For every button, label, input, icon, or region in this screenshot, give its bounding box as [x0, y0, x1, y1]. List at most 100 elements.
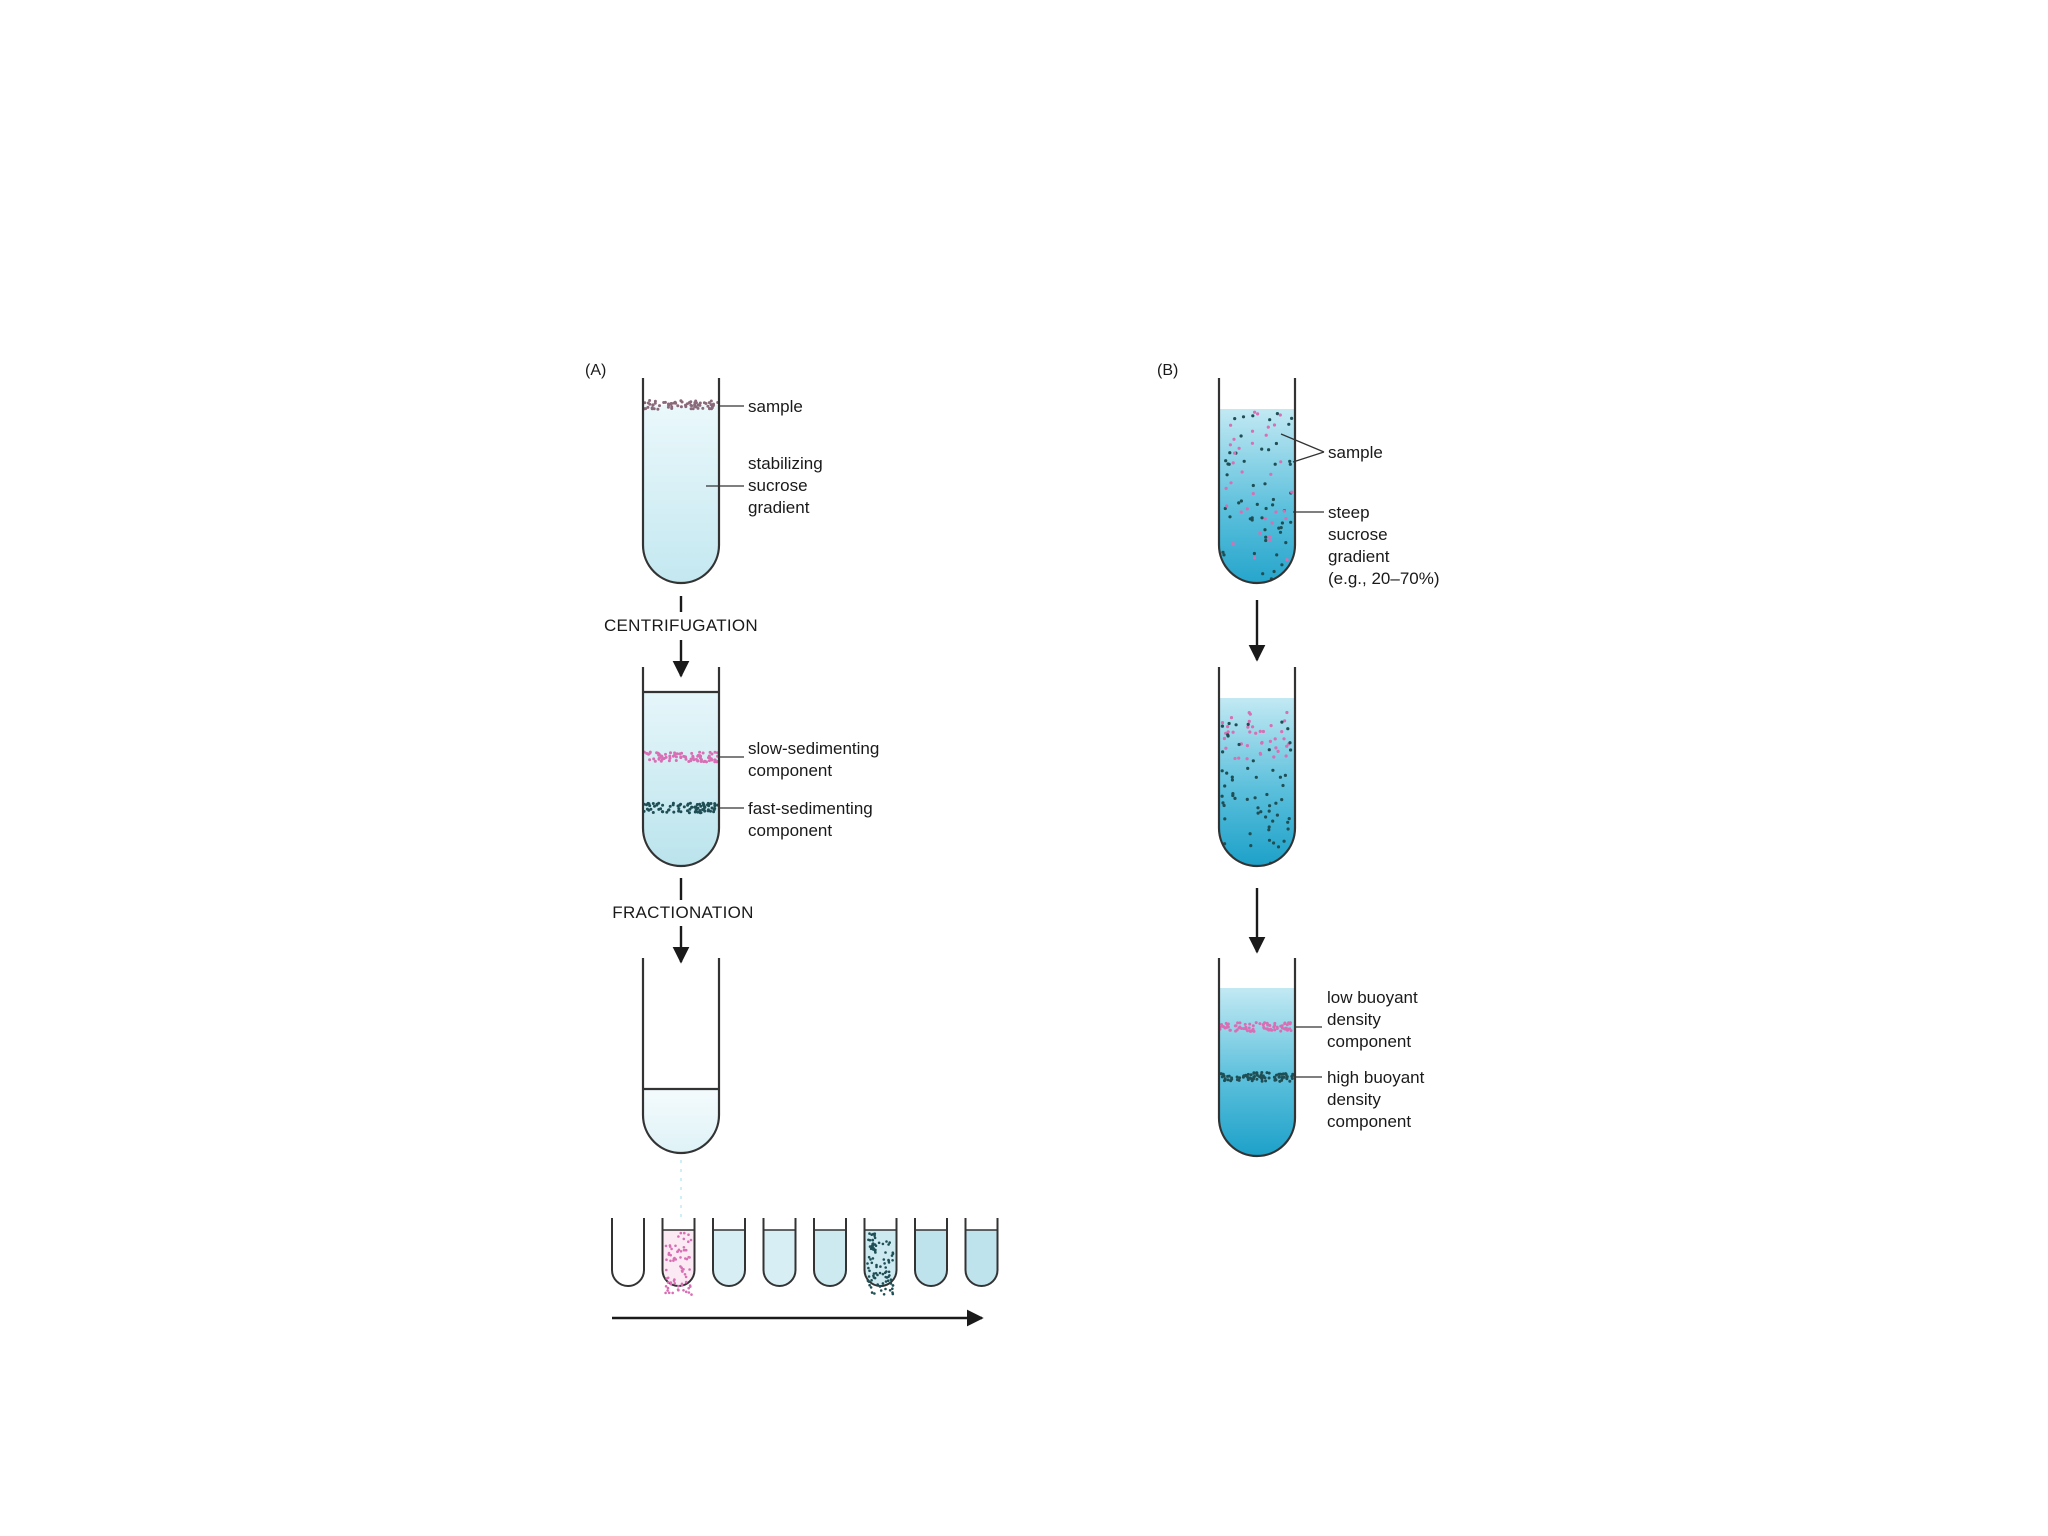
particle — [1221, 550, 1225, 554]
fraction-tube-wall — [712, 1218, 746, 1287]
particle — [699, 1157, 702, 1160]
particle — [1272, 569, 1276, 574]
high-buoyant-band — [1219, 1071, 1295, 1083]
particle — [1285, 710, 1289, 715]
particle — [688, 1284, 692, 1287]
tube-b1 — [1217, 378, 1297, 585]
particle — [665, 810, 669, 814]
fraction-tube — [813, 1218, 847, 1287]
particle — [700, 758, 703, 762]
particle — [1264, 815, 1268, 819]
particle — [888, 1241, 891, 1244]
particle — [688, 1268, 691, 1271]
label-sample-b: sample — [1328, 443, 1383, 462]
particle — [696, 810, 700, 814]
particle — [672, 810, 676, 814]
particle — [651, 802, 655, 805]
particle — [669, 1281, 673, 1284]
particle — [1238, 1021, 1242, 1025]
particle — [1264, 433, 1268, 437]
panel-b-title: (B) — [1157, 362, 1178, 379]
particle — [684, 757, 688, 761]
particle — [1237, 446, 1241, 450]
particle — [1244, 1074, 1248, 1078]
particle — [1233, 417, 1237, 421]
particle — [684, 1280, 688, 1284]
label-fast-line2: component — [748, 821, 832, 840]
particle — [1248, 517, 1252, 521]
particle — [1230, 775, 1234, 779]
particle — [1269, 472, 1273, 476]
particle — [710, 806, 714, 810]
particle — [1245, 507, 1249, 511]
particle — [889, 1282, 893, 1285]
particle — [666, 1289, 669, 1292]
particle — [1235, 1075, 1239, 1079]
label-slow-line2: component — [748, 761, 832, 780]
particle — [1256, 811, 1260, 815]
particle — [669, 1253, 672, 1257]
particle — [680, 751, 684, 755]
particle — [1255, 502, 1259, 506]
particle — [652, 757, 656, 761]
tube-a2 — [641, 667, 721, 868]
label-steep-line4: (e.g., 20–70%) — [1328, 569, 1440, 588]
particle — [1282, 509, 1286, 513]
particle — [1261, 1075, 1265, 1079]
particle — [1274, 801, 1278, 805]
particle — [1283, 719, 1287, 723]
fraction-fill — [965, 1230, 998, 1286]
particle — [891, 1287, 894, 1290]
particle — [660, 755, 664, 759]
particle — [696, 406, 700, 410]
particle — [1237, 1078, 1241, 1082]
particle — [1252, 1071, 1256, 1075]
tube-wall — [1217, 667, 1297, 868]
particle — [682, 805, 686, 809]
particle — [651, 403, 655, 407]
particle — [1280, 720, 1284, 724]
particle — [1240, 470, 1244, 474]
panel-a-title: (A) — [585, 362, 606, 379]
particle — [1258, 1022, 1262, 1026]
particle — [647, 802, 651, 806]
particle — [1231, 461, 1235, 465]
particle — [1235, 1028, 1239, 1032]
particle — [701, 808, 705, 812]
particle — [1272, 423, 1277, 427]
particle — [884, 1287, 887, 1291]
particle — [693, 401, 697, 405]
particle — [1229, 423, 1233, 427]
particle — [1256, 806, 1260, 810]
particle — [682, 1237, 686, 1241]
slow-sedimenting-band — [643, 750, 719, 764]
particle — [881, 1282, 885, 1285]
particle — [1263, 482, 1267, 486]
particle — [1254, 775, 1258, 779]
particle — [1252, 556, 1257, 560]
particle — [1274, 510, 1278, 514]
particle — [1272, 1025, 1276, 1029]
particle — [871, 1242, 875, 1245]
particle — [1253, 410, 1257, 414]
particle — [872, 1276, 876, 1279]
particle — [1248, 730, 1252, 734]
particle — [1278, 1072, 1282, 1076]
particle — [1287, 422, 1291, 426]
particle — [1282, 839, 1286, 843]
particle — [657, 752, 661, 756]
particle — [1285, 1023, 1289, 1027]
tube-b3 — [1217, 958, 1297, 1158]
particle — [1289, 748, 1293, 752]
particle — [1251, 414, 1255, 418]
fraction-tube-wall — [964, 1218, 999, 1287]
fraction-tube — [712, 1218, 746, 1287]
particle — [879, 1265, 882, 1268]
particle — [677, 807, 681, 811]
particle — [887, 1275, 890, 1279]
particle — [869, 1286, 873, 1289]
particle — [679, 405, 683, 409]
steep-gradient-fill — [1219, 409, 1295, 583]
fraction-tube-wall — [762, 1218, 797, 1287]
particle — [1230, 778, 1234, 782]
